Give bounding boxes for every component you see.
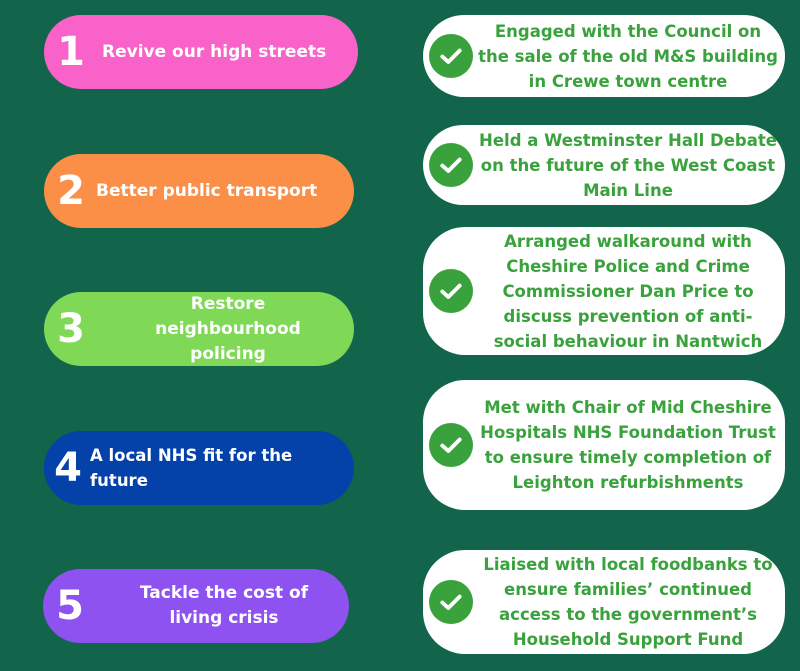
achievement-card-3: Arranged walkaround with Cheshire Police… (423, 227, 785, 355)
check-circle-icon (429, 423, 473, 467)
achievement-text: Arranged walkaround with Cheshire Police… (493, 231, 763, 351)
pledge-number: 2 (57, 168, 85, 214)
pledge-label: Better public transport (96, 180, 318, 201)
pledge-label: Tackle the cost of living crisis (139, 583, 309, 628)
achievement-text: Engaged with the Council on the sale of … (478, 21, 778, 91)
check-circle-icon (429, 34, 473, 78)
achievement-card-5: Liaised with local foodbanks to ensure f… (423, 550, 785, 654)
pledge-number: 3 (57, 306, 85, 352)
check-circle-icon (429, 580, 473, 624)
pledge-label: A local NHS fit for the future (90, 446, 293, 490)
check-circle-icon (429, 143, 473, 187)
check-circle-icon (429, 269, 473, 313)
pledge-5: 5 Tackle the cost of living crisis (43, 569, 349, 643)
achievement-card-4: Met with Chair of Mid Cheshire Hospitals… (423, 380, 785, 510)
achievement-text: Met with Chair of Mid Cheshire Hospitals… (480, 398, 776, 492)
pledge-label: Revive our high streets (102, 41, 327, 62)
pledge-1: 1 Revive our high streets (44, 15, 358, 89)
pledge-2: 2 Better public transport (44, 154, 354, 228)
pledge-number: 5 (56, 583, 84, 629)
pledge-number: 4 (54, 445, 82, 491)
pledge-number: 1 (57, 29, 85, 75)
achievement-card-2: Held a Westminster Hall Debate on the fu… (423, 125, 785, 205)
pledge-label: Restore neighbourhood policing (155, 293, 301, 364)
pledge-3: 3 Restore neighbourhood policing (44, 292, 354, 366)
achievement-card-1: Engaged with the Council on the sale of … (423, 15, 785, 97)
pledge-4: 4 A local NHS fit for the future (44, 431, 354, 505)
achievement-text: Held a Westminster Hall Debate on the fu… (479, 130, 777, 200)
achievement-text: Liaised with local foodbanks to ensure f… (483, 555, 773, 649)
